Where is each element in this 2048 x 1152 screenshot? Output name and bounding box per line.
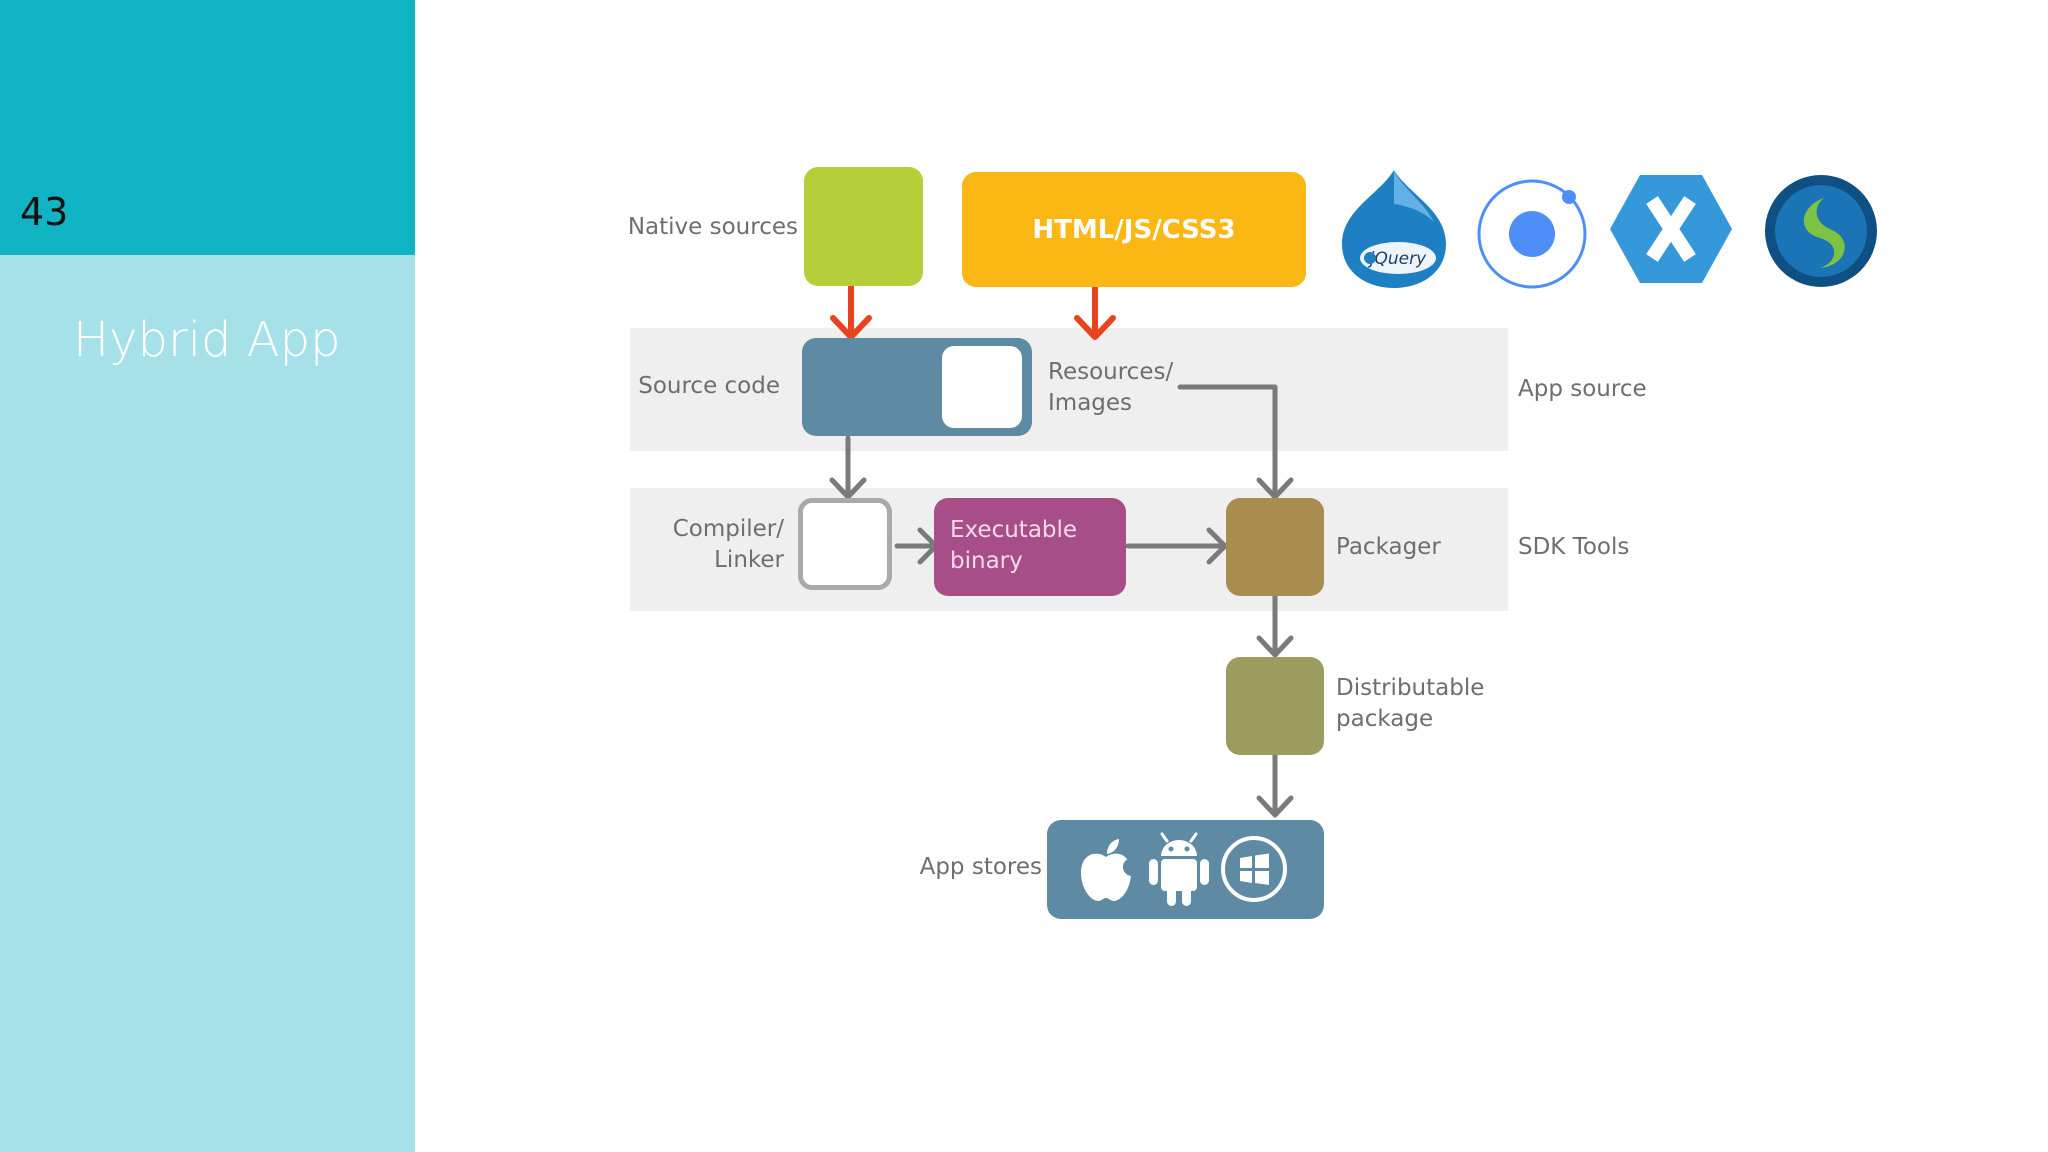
source-code-label: Source code [638,373,780,399]
executable-binary-box: Executable binary [934,498,1126,596]
app-stores-label: App stores [919,854,1042,880]
app-source-label: App source [1518,376,1647,402]
compiler-label-line-1: Compiler/ [672,516,784,542]
svg-text:jQuery: jQuery [1368,249,1427,269]
html-to-resources-arrow [1074,283,1116,340]
distributable-package-label: Distributable package [1336,673,1484,735]
executable-label-line-2: binary [950,548,1023,574]
native-sources-label: Native sources [627,214,798,240]
distributable-to-stores-arrow [1256,752,1294,818]
resources-label-line-2: Images [1048,390,1133,416]
compiler-box [798,498,892,590]
compiler-label-line-2: Linker [714,547,784,573]
drupal-jquery-logo: jQuery [1342,170,1446,288]
distributable-package-box [1226,657,1324,755]
resources-label-line-1: Resources/ [1048,359,1174,385]
resources-to-packager-arrow [1177,384,1294,500]
packager-label: Packager [1336,534,1441,560]
slide-title: Hybrid App [73,312,341,368]
sencha-logo [1765,175,1877,287]
app-source-band [630,328,1508,451]
native-sources-box [804,167,923,286]
compiler-label: Compiler/ Linker [673,514,784,576]
executable-to-packager-arrow [1125,527,1228,565]
app-stores-box [1047,820,1324,919]
distributable-label-line-1: Distributable [1336,675,1485,701]
executable-label-line-1: Executable [950,517,1078,543]
apple-icon [1081,839,1135,901]
sidebar: 43 Hybrid App [0,0,415,1152]
compiler-to-executable-arrow [894,527,939,565]
source-code-inner [942,346,1022,428]
xamarin-logo [1610,175,1732,283]
html-js-css-box: HTML/JS/CSS3 [962,172,1306,287]
distributable-label-line-2: package [1336,706,1434,732]
sdk-tools-label: SDK Tools [1518,534,1630,560]
ionic-logo [1477,179,1587,289]
packager-to-distributable-arrow [1256,593,1294,658]
sidebar-header: 43 [0,0,415,255]
windows-icon [1221,836,1287,902]
source-to-compiler-arrow [829,435,867,500]
slide-number: 43 [20,190,69,234]
executable-binary-label: Executable binary [950,515,1077,577]
android-icon [1149,832,1209,906]
packager-box [1226,498,1324,596]
native-to-source-arrow [830,283,872,340]
resources-label: Resources/ Images [1048,357,1173,419]
